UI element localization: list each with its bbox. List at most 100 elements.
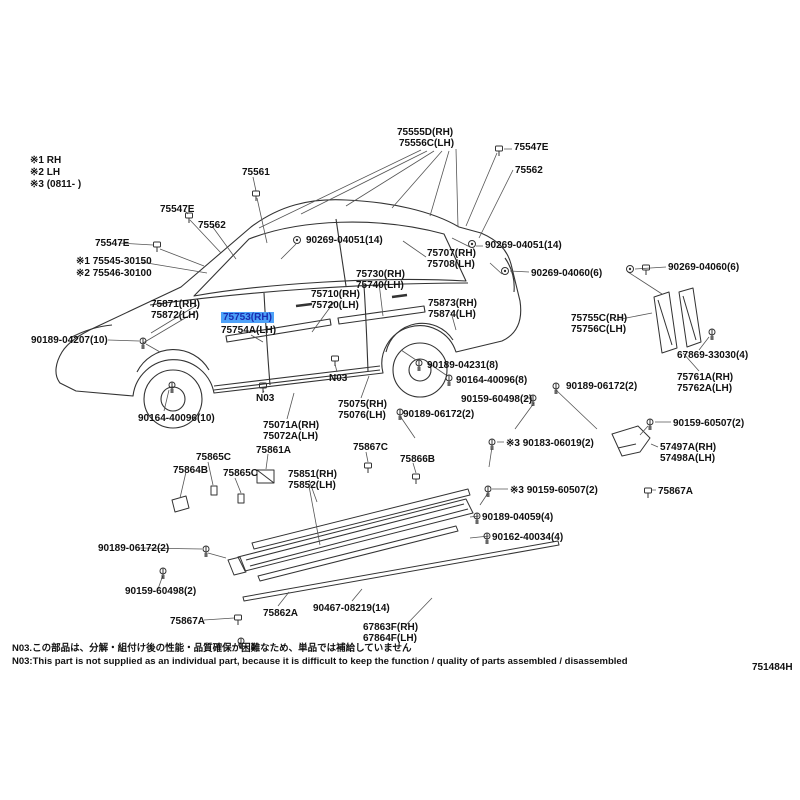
front-wheel xyxy=(143,369,203,429)
part-number[interactable]: 75076(LH) xyxy=(338,410,386,421)
part-number[interactable]: 75562 xyxy=(515,165,543,176)
part-number[interactable]: 75720(LH) xyxy=(311,300,359,311)
part-number[interactable]: 75556C(LH) xyxy=(399,138,455,149)
part-number[interactable]: 90189-06172(2) xyxy=(98,543,170,554)
part-number[interactable]: N03 xyxy=(329,373,348,384)
leader-lines xyxy=(107,148,710,626)
grommet-icon xyxy=(501,267,509,275)
clip-icon xyxy=(252,190,260,202)
part-number[interactable]: ※2 75546-30100 xyxy=(76,268,152,279)
part-number[interactable]: 75872(LH) xyxy=(151,310,199,321)
mudguard-bracket xyxy=(611,425,651,457)
part-number[interactable]: 75871(RH) xyxy=(151,299,200,310)
legend-line-rh: ※1 RH xyxy=(30,155,62,166)
part-number[interactable]: 75708(LH) xyxy=(427,259,475,270)
screw-icon xyxy=(139,337,147,350)
footnote-english: N03:This part is not supplied as an indi… xyxy=(12,656,628,667)
part-number[interactable]: 90164-40096(8) xyxy=(456,375,528,386)
lower-moulding-strip xyxy=(242,540,560,602)
grommet-icon xyxy=(293,236,301,244)
part-number[interactable]: 67869-33030(4) xyxy=(677,350,749,361)
screw-icon xyxy=(488,438,496,451)
part-number[interactable]: 75862A xyxy=(263,608,299,619)
part-number[interactable]: 57497A(RH) xyxy=(660,442,717,453)
diagram-footnotes: N03.この部品は、分解・組付け後の性能・品質確保が困難なため、単品では補給して… xyxy=(12,642,628,668)
part-number[interactable]: 75861A xyxy=(256,445,292,456)
diagram-code: 751484H xyxy=(752,662,793,673)
screw-icon xyxy=(708,328,716,341)
screw-icon xyxy=(202,545,210,558)
screw-icon xyxy=(483,532,491,545)
part-number[interactable]: 75075(RH) xyxy=(338,399,387,410)
part-number[interactable]: 75865C xyxy=(223,468,259,479)
part-number[interactable]: 90159-60498(2) xyxy=(125,586,197,597)
part-number[interactable]: 90189-04059(4) xyxy=(482,512,554,523)
screw-icon xyxy=(415,359,423,372)
part-number[interactable]: 90189-04207(10) xyxy=(31,335,108,346)
part-number[interactable]: 75756C(LH) xyxy=(571,324,627,335)
part-number[interactable]: 90189-04231(8) xyxy=(427,360,499,371)
part-number[interactable]: 75707(RH) xyxy=(427,248,476,259)
part-number[interactable]: 90189-06172(2) xyxy=(403,409,475,420)
grommet-icon xyxy=(468,240,476,248)
part-number[interactable]: N03 xyxy=(256,393,275,404)
screw-icon xyxy=(445,374,453,387)
part-number[interactable]: 75755C(RH) xyxy=(571,313,628,324)
part-number[interactable]: 75762A(LH) xyxy=(677,383,733,394)
part-number[interactable]: 75874(LH) xyxy=(428,309,476,320)
part-number[interactable]: 75547E xyxy=(160,204,195,215)
part-number[interactable]: 90269-04060(6) xyxy=(531,268,603,279)
part-number[interactable]: 75547E xyxy=(514,142,549,153)
pillar-applique-parts xyxy=(611,287,702,457)
part-number[interactable]: 75867C xyxy=(353,442,389,453)
part-number[interactable]: 75867A xyxy=(170,616,206,627)
screw-icon xyxy=(646,418,654,431)
part-number[interactable]: 90162-40034(4) xyxy=(492,532,564,543)
part-number[interactable]: ※3 90183-06019(2) xyxy=(506,438,594,449)
part-number[interactable]: 75761A(RH) xyxy=(677,372,734,383)
part-number[interactable]: 90269-04051(14) xyxy=(306,235,383,246)
part-number[interactable]: 75866B xyxy=(400,454,436,465)
part-number[interactable]: 90189-06172(2) xyxy=(566,381,638,392)
part-number[interactable]: 75072A(LH) xyxy=(263,431,319,442)
clip-icon xyxy=(364,462,372,474)
part-number[interactable]: 75547E xyxy=(95,238,130,249)
fastener-icons xyxy=(139,145,716,650)
part-number[interactable]: 75561 xyxy=(242,167,270,178)
clip-icon xyxy=(234,614,242,626)
part-number[interactable]: 75867A xyxy=(658,486,694,497)
part-number[interactable]: 90467-08219(14) xyxy=(313,603,390,614)
rocker-panel-assembly xyxy=(227,488,560,602)
legend-line-date: ※3 (0811- ) xyxy=(30,179,82,190)
screw-icon xyxy=(168,381,176,394)
part-number[interactable]: 75555D(RH) xyxy=(397,127,454,138)
part-number[interactable]: 75873(RH) xyxy=(428,298,477,309)
part-number[interactable]: 57498A(LH) xyxy=(660,453,716,464)
part-number[interactable]: 67863F(RH) xyxy=(363,622,419,633)
part-number[interactable]: 75071A(RH) xyxy=(263,420,320,431)
part-number[interactable]: 75754A(LH) xyxy=(221,325,277,336)
part-number[interactable]: 75740(LH) xyxy=(356,280,404,291)
part-number[interactable]: 90269-04051(14) xyxy=(485,240,562,251)
clip-icon xyxy=(153,241,161,253)
part-number[interactable]: 67864F(LH) xyxy=(363,633,417,644)
clip-icon xyxy=(644,487,652,499)
part-number-selected[interactable]: 75753(RH) xyxy=(221,312,274,323)
part-number[interactable]: 90164-40096(10) xyxy=(138,413,215,424)
part-number[interactable]: 90159-60507(2) xyxy=(673,418,745,429)
screw-icon xyxy=(159,567,167,580)
part-number[interactable]: 75730(RH) xyxy=(356,269,405,280)
part-number[interactable]: 90269-04060(6) xyxy=(668,262,740,273)
clip-icon xyxy=(331,355,339,367)
part-number[interactable]: 75851(RH) xyxy=(288,469,337,480)
part-number[interactable]: 90159-60498(2) xyxy=(461,394,533,405)
part-number[interactable]: ※3 90159-60507(2) xyxy=(510,485,598,496)
part-number[interactable]: 75865C xyxy=(196,452,232,463)
part-number[interactable]: ※1 75545-30150 xyxy=(76,256,152,267)
part-number[interactable]: 75864B xyxy=(173,465,209,476)
part-number[interactable]: 75852(LH) xyxy=(288,480,336,491)
footnote-japanese: N03.この部品は、分解・組付け後の性能・品質確保が困難なため、単品では補給して… xyxy=(12,643,412,654)
part-number[interactable]: 75710(RH) xyxy=(311,289,360,300)
part-number[interactable]: 75562 xyxy=(198,220,226,231)
